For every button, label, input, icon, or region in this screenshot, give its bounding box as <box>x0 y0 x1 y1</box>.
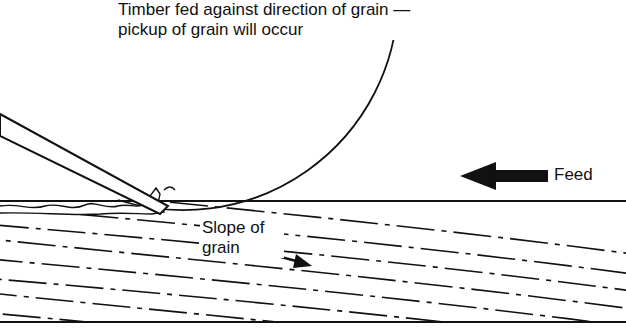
grain-line <box>0 258 626 323</box>
timber-top-surface <box>0 200 626 202</box>
slope-arrow-head <box>293 254 312 268</box>
feed-arrow <box>460 162 548 190</box>
slope-label: Slope of grain <box>200 218 284 258</box>
grain-line <box>0 205 626 275</box>
lifted-fibre <box>164 187 175 190</box>
feed-label: Feed <box>552 165 595 185</box>
grain-lines <box>0 201 626 323</box>
grain-line <box>0 276 626 323</box>
grain-line <box>0 312 626 323</box>
note-text: Timber fed against direction of grain — … <box>116 0 420 40</box>
grain-line <box>0 294 626 323</box>
cutter-blade <box>0 114 168 214</box>
grain-line <box>0 240 626 310</box>
grain-line <box>0 201 626 255</box>
grain-line <box>0 222 626 292</box>
